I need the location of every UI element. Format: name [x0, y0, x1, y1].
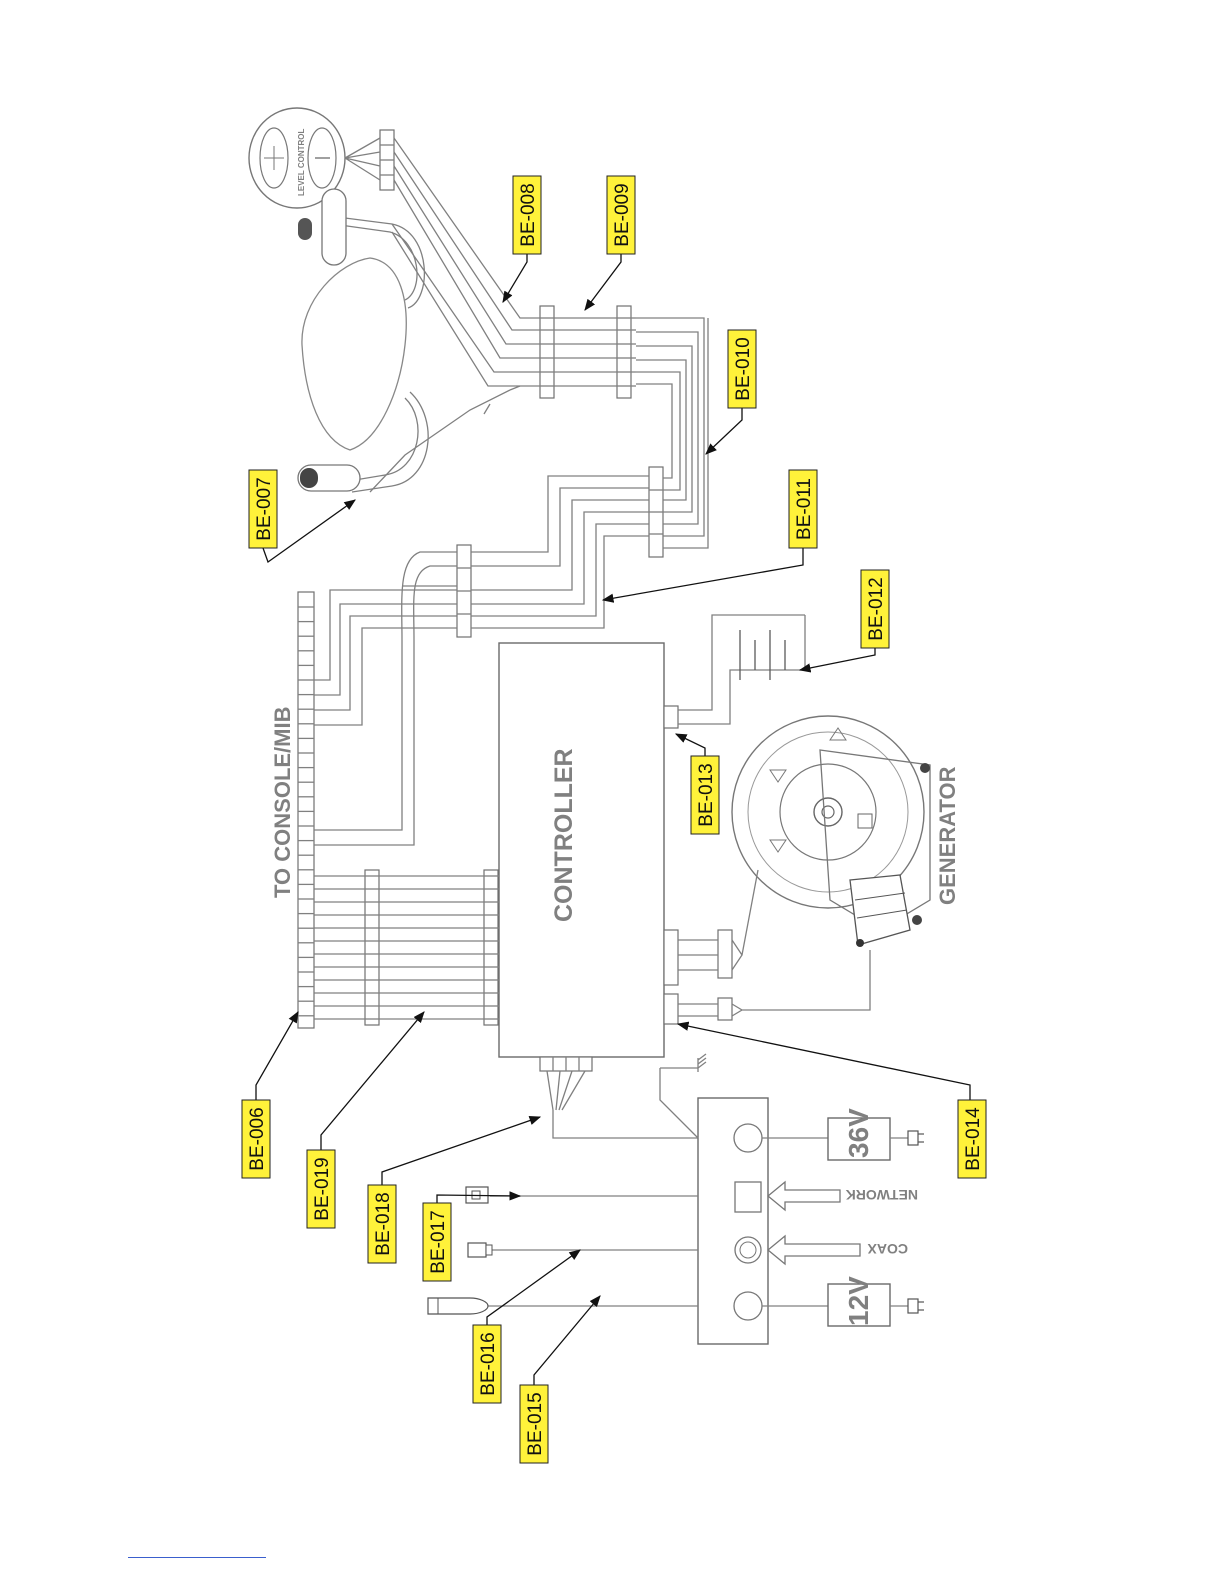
- be018-leader: [382, 1117, 540, 1185]
- power-supply-12v: 12V: [762, 1276, 924, 1326]
- be013-leader: [676, 734, 705, 756]
- be011-callout: BE-011: [789, 470, 817, 548]
- console-mib-label: TO CONSOLE/MIB: [270, 707, 295, 899]
- be012-callout: BE-012: [861, 570, 889, 648]
- be007-label: BE-007: [254, 477, 275, 540]
- be009-callout: BE-009: [607, 176, 635, 254]
- io-panel: [698, 1098, 768, 1344]
- handlebar: [298, 189, 510, 492]
- be019-label: BE-019: [312, 1157, 333, 1220]
- be014-leader: [678, 1024, 970, 1100]
- be010-callout: BE-010: [728, 330, 756, 408]
- svg-text:COAX: COAX: [867, 1241, 908, 1257]
- be017-label: BE-017: [428, 1210, 449, 1273]
- be019-leader: [321, 1012, 424, 1150]
- level-control-label: LEVEL CONTROL: [297, 128, 306, 196]
- battery: [664, 615, 805, 728]
- svg-text:36V: 36V: [843, 1108, 874, 1158]
- be019-callout: BE-019: [307, 1150, 335, 1228]
- svg-text:12V: 12V: [843, 1276, 874, 1326]
- be006-label: BE-006: [247, 1107, 268, 1170]
- controller-box: [499, 643, 664, 1057]
- controller-label: CONTROLLER: [550, 748, 578, 922]
- be006-callout: BE-006: [242, 1100, 270, 1178]
- controller-bottom-connector: [540, 1057, 698, 1138]
- be015-callout: BE-015: [520, 1385, 548, 1463]
- footer-link-underline: [128, 1557, 266, 1558]
- be008-label: BE-008: [518, 183, 539, 246]
- be008-leader: [503, 254, 527, 302]
- coax-input: COAX: [768, 1236, 908, 1264]
- be017-callout: BE-017: [423, 1203, 451, 1281]
- be008-be009-connectors: [540, 306, 636, 398]
- level-control-remote: LEVEL CONTROL: [249, 108, 394, 208]
- be012-label: BE-012: [866, 577, 887, 640]
- be014-label: BE-014: [963, 1107, 984, 1171]
- be009-label: BE-009: [612, 183, 633, 246]
- be011-leader: [603, 548, 803, 600]
- be007-callout: BE-007: [249, 470, 277, 548]
- be015-label: BE-015: [525, 1392, 546, 1455]
- network-input: NETWORK: [768, 1182, 918, 1210]
- be018-callout: BE-018: [368, 1185, 396, 1263]
- power-supply-36v: 36V: [762, 1108, 924, 1160]
- console-mib-connector: [298, 592, 314, 1028]
- be014-callout: BE-014: [958, 1100, 986, 1178]
- be010-label: BE-010: [733, 337, 754, 400]
- be012-leader: [800, 648, 875, 670]
- be009-leader: [585, 254, 621, 310]
- generator-label: GENERATOR: [935, 766, 960, 905]
- be013-callout: BE-013: [691, 756, 719, 834]
- be006-leader: [256, 1012, 298, 1100]
- be011-label: BE-011: [794, 478, 815, 540]
- be010-leader: [706, 408, 742, 454]
- be016-callout: BE-016: [473, 1325, 501, 1403]
- generator: GENERATOR: [732, 716, 960, 947]
- be013-label: BE-013: [696, 763, 717, 826]
- be019-harness: [314, 870, 499, 1025]
- be016-leader: [487, 1250, 580, 1325]
- be015-leader: [534, 1296, 600, 1385]
- io-cables: [428, 1187, 698, 1314]
- be008-callout: BE-008: [513, 176, 541, 254]
- be018-label: BE-018: [373, 1192, 394, 1255]
- be016-label: BE-016: [478, 1332, 499, 1395]
- svg-text:NETWORK: NETWORK: [846, 1187, 918, 1203]
